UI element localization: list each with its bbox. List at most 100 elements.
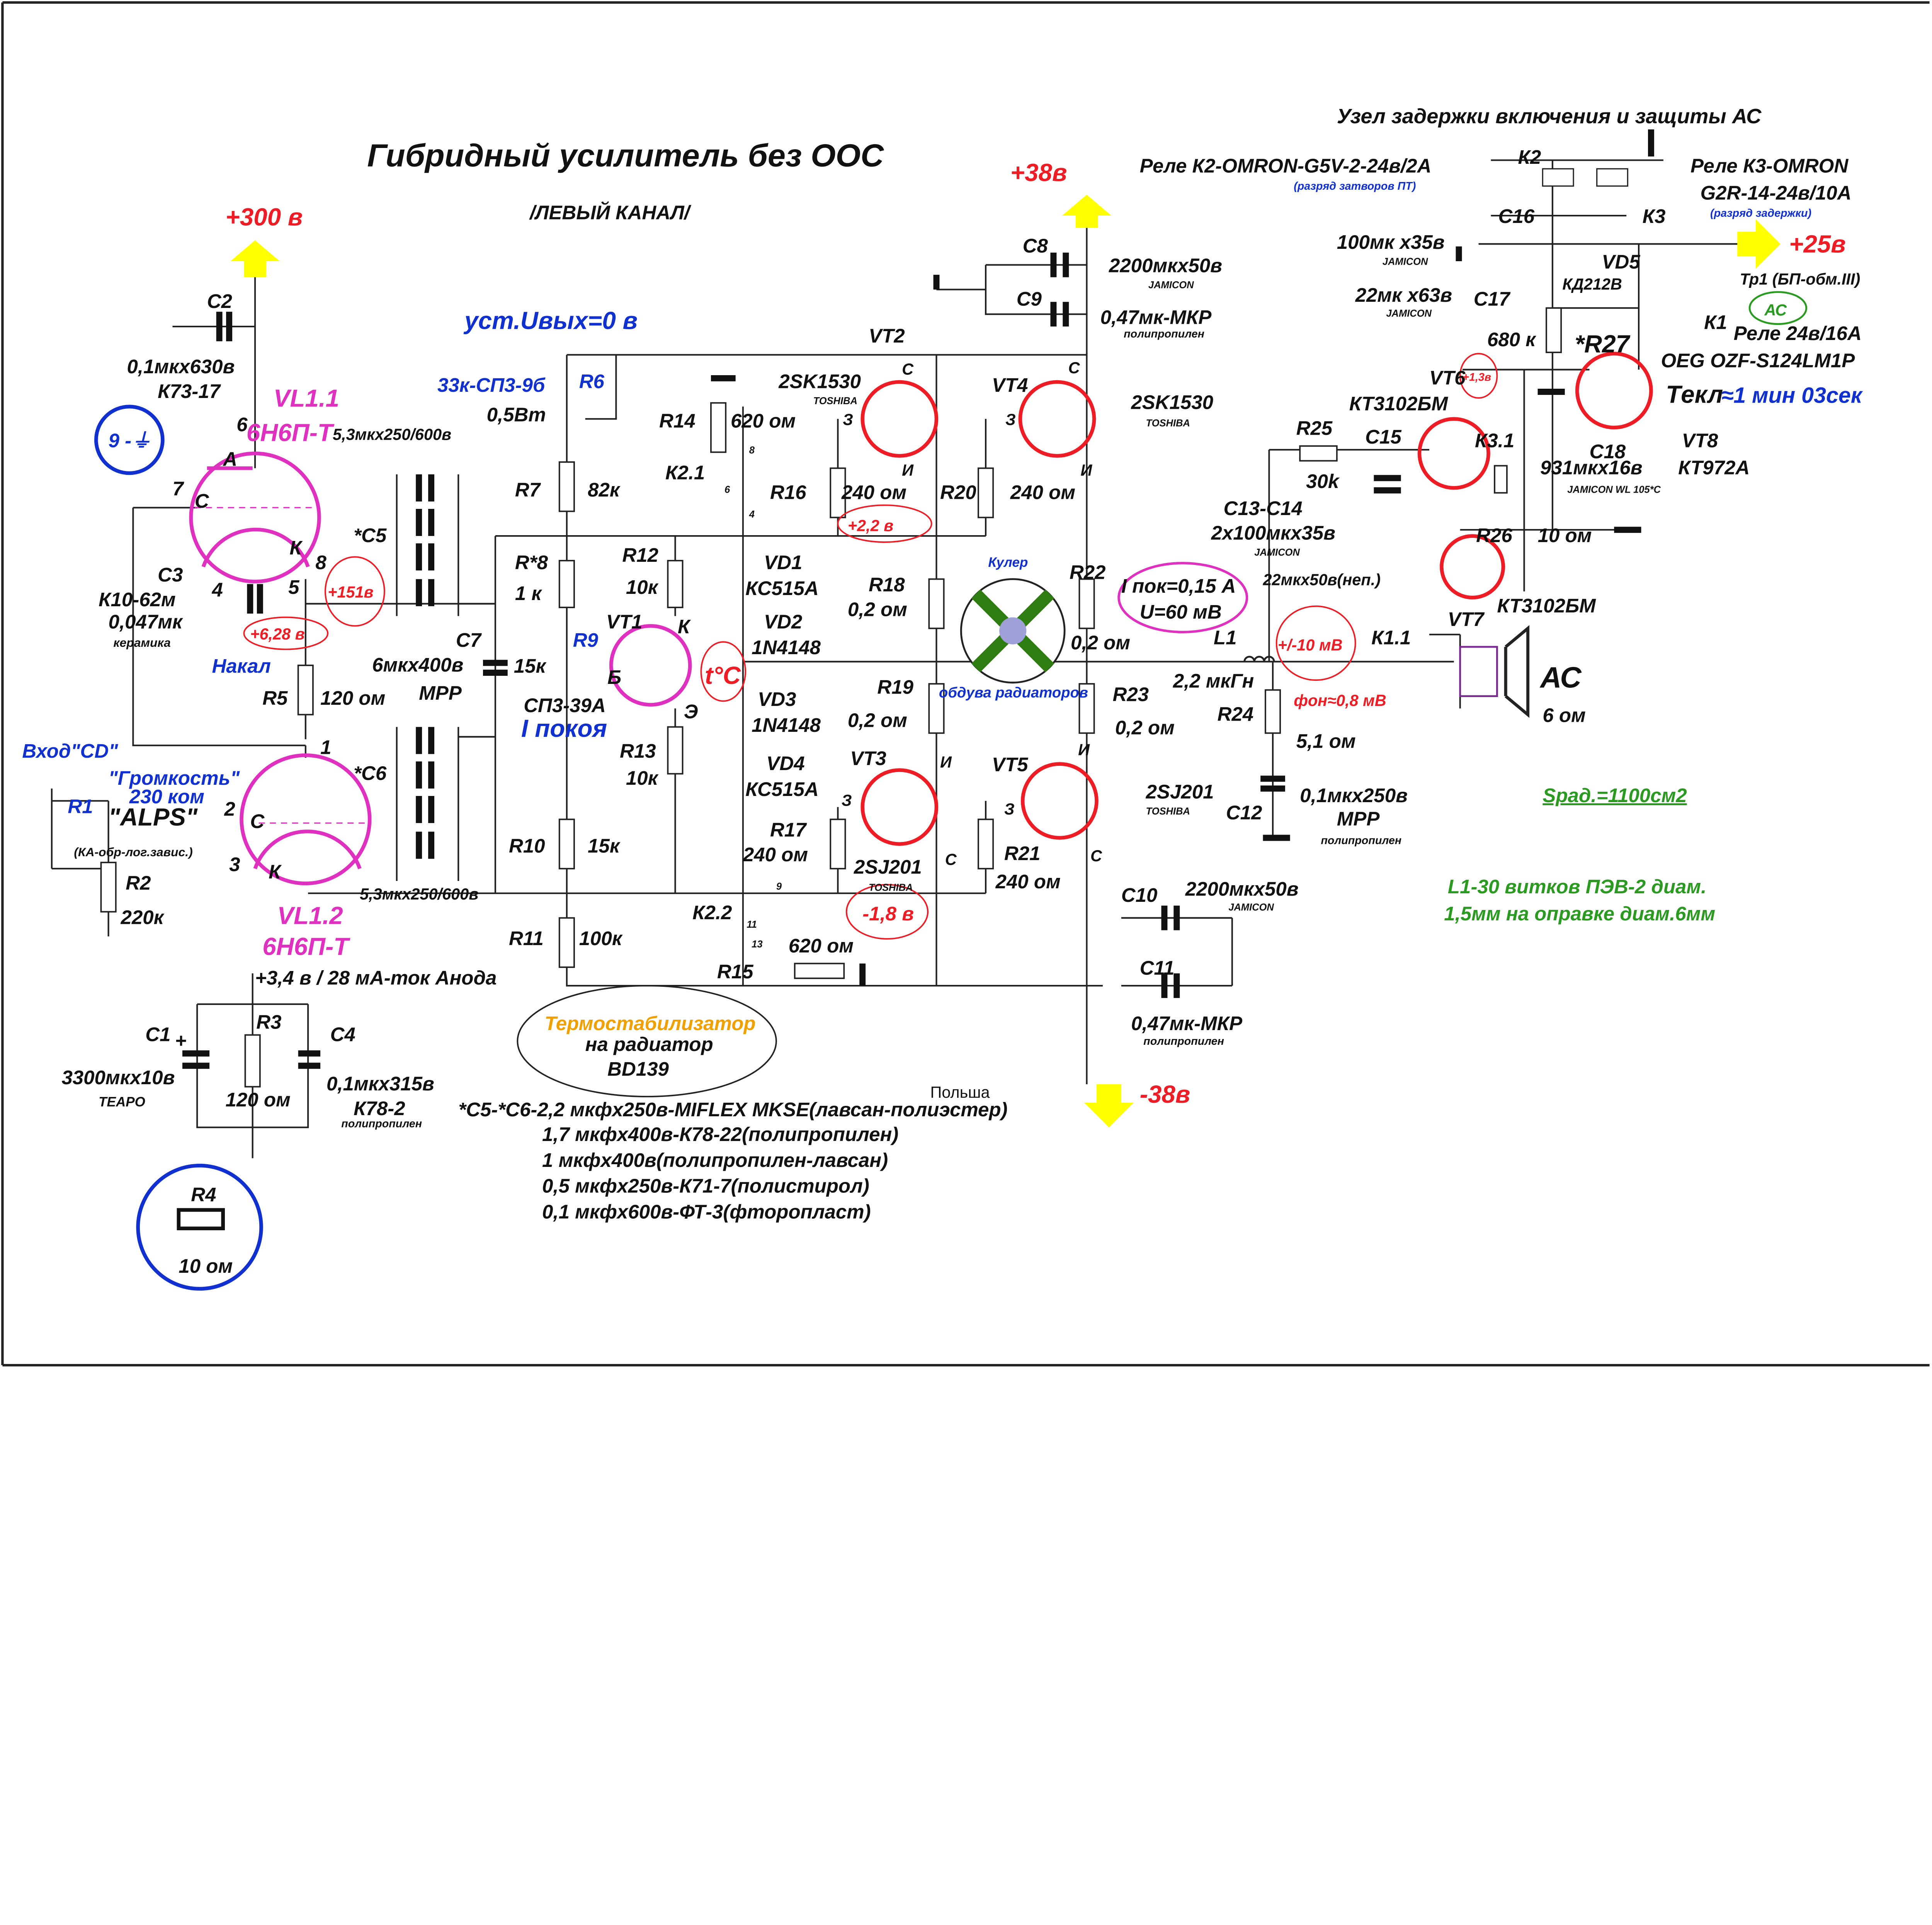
schematic-label: ≈1 мин 03сек bbox=[1721, 383, 1863, 408]
schematic-label: R20 bbox=[940, 481, 976, 503]
schematic-label: VT1 bbox=[606, 610, 643, 633]
schematic-label: С16 bbox=[1498, 205, 1535, 227]
schematic-label: 240 ом bbox=[1010, 481, 1075, 503]
tubes bbox=[189, 451, 372, 886]
annotation-shapes bbox=[94, 168, 1808, 1291]
fan bbox=[960, 578, 1066, 684]
schematic-label: VD2 bbox=[764, 610, 802, 633]
schematic-label: 0,47мк-МКР bbox=[1131, 1012, 1243, 1034]
schematic-label: С1 bbox=[145, 1024, 170, 1046]
schematic-label: 2SJ201 bbox=[1146, 781, 1214, 803]
schematic-label: 5,3мкх250/600в bbox=[333, 425, 451, 443]
schematic-label: 240 ом bbox=[743, 843, 808, 866]
schematic-label: TOSHIBA bbox=[869, 882, 913, 893]
schematic-label: (разряд затворов ПТ) bbox=[1294, 180, 1416, 192]
schematic-label: JAMICON bbox=[1254, 547, 1300, 558]
schematic-label: С bbox=[902, 360, 914, 378]
schematic-label: С bbox=[1068, 359, 1080, 377]
schematic-label: керамика bbox=[113, 636, 170, 650]
schematic-label: 1 bbox=[320, 736, 331, 758]
schematic-label: С bbox=[250, 810, 265, 832]
schematic-label: 10к bbox=[626, 576, 659, 598]
schematic-label: 11 bbox=[747, 919, 757, 930]
arrow-down-m38v bbox=[1084, 1084, 1134, 1127]
schematic-label: 22мкх50в(неп.) bbox=[1262, 571, 1380, 589]
inductor-l1 bbox=[1243, 656, 1275, 662]
schematic-label: К78-2 bbox=[354, 1097, 405, 1119]
schematic-label: 5,1 ом bbox=[1296, 730, 1356, 752]
schematic-label: Узел задержки включения и защиты АС bbox=[1337, 105, 1762, 128]
schematic-label: С12 bbox=[1226, 802, 1262, 824]
schematic-label: VT5 bbox=[992, 753, 1028, 775]
schematic-label: 10к bbox=[626, 767, 659, 789]
schematic-label: -1,8 в bbox=[862, 903, 914, 925]
schematic-label: уст.Uвых=0 в bbox=[463, 306, 638, 334]
schematic-label: Накал bbox=[212, 655, 270, 677]
schematic: Гибридный усилитель без ООС /ЛЕВЫЙ КАНАЛ… bbox=[1, 1, 1930, 1367]
schematic-label: R9 bbox=[573, 629, 599, 651]
schematic-label: 0,1мкх315в bbox=[327, 1073, 434, 1095]
schematic-label: 2SK1530 bbox=[778, 370, 861, 392]
schematic-label: К3 bbox=[1643, 205, 1666, 227]
schematic-label: Э bbox=[684, 701, 698, 723]
schematic-label: С10 bbox=[1121, 884, 1158, 906]
schematic-label: 680 к bbox=[1487, 328, 1536, 350]
schematic-label: СП3-39А bbox=[524, 694, 605, 716]
schematic-label: 220к bbox=[120, 906, 164, 928]
schematic-label: Тр1 (БП-обм.III) bbox=[1740, 270, 1861, 288]
schematic-label: 230 ком bbox=[129, 786, 204, 808]
schematic-label: 0,1мкх630в bbox=[127, 355, 235, 378]
schematic-label: t°C bbox=[705, 662, 741, 689]
schematic-label: VD4 bbox=[766, 752, 804, 774]
schematic-label: R22 bbox=[1070, 561, 1106, 583]
schematic-label: К bbox=[678, 616, 691, 638]
schematic-label: 3 bbox=[229, 853, 240, 875]
schematic-label: VD3 bbox=[758, 688, 796, 710]
schematic-label: 2200мкх50в bbox=[1109, 255, 1222, 277]
schematic-label: JAMICON bbox=[1383, 257, 1428, 267]
schematic-label: Термостабилизатор bbox=[544, 1012, 755, 1034]
schematic-label: МРР bbox=[1337, 808, 1380, 830]
schematic-label: R2 bbox=[126, 872, 151, 894]
schematic-label: полипропилен bbox=[1321, 834, 1401, 847]
schematic-label: К10-62м bbox=[99, 588, 176, 610]
schematic-label: 5 bbox=[288, 576, 299, 598]
schematic-label: на радиатор bbox=[585, 1033, 713, 1055]
schematic-label: 2SJ201 bbox=[854, 856, 922, 878]
schematic-label: C2 bbox=[207, 290, 232, 312]
schematic-label: 120 ом bbox=[226, 1089, 291, 1111]
schematic-label: К3.1 bbox=[1475, 430, 1514, 452]
schematic-label: 5,3мкх250/600в bbox=[360, 885, 478, 903]
schematic-label: С17 bbox=[1474, 288, 1511, 310]
schematic-label: 6мкх400в bbox=[372, 654, 463, 676]
schematic-label: 1N4148 bbox=[752, 636, 821, 658]
schematic-label: TOSHIBA bbox=[1146, 806, 1190, 817]
schematic-label: +3,4 в / 28 мА-ток Анода bbox=[255, 967, 497, 989]
schematic-label: 620 ом bbox=[731, 410, 796, 432]
schematic-label: С bbox=[1090, 847, 1102, 865]
schematic-label: Вход"CD" bbox=[22, 740, 118, 762]
schematic-label: VD1 bbox=[764, 551, 802, 573]
schematic-label: "ALPS" bbox=[109, 803, 198, 831]
schematic-label: 0,5 мкфх250в-К71-7(полистирол) bbox=[542, 1175, 869, 1197]
speaker bbox=[1459, 625, 1530, 718]
schematic-label: фон≈0,8 мВ bbox=[1294, 691, 1386, 709]
protection-labels: Узел задержки включения и защиты АС Реле… bbox=[1140, 105, 1863, 630]
schematic-label: 82к bbox=[588, 479, 621, 501]
schematic-label: (разряд задержки) bbox=[1710, 207, 1811, 219]
schematic-label: R26 bbox=[1476, 524, 1512, 546]
schematic-label: *R27 bbox=[1575, 330, 1630, 358]
schematic-label: VD5 bbox=[1602, 251, 1640, 273]
schematic-label: 0,2 ом bbox=[848, 598, 907, 620]
schematic-label: VT8 bbox=[1682, 430, 1718, 452]
schematic-label: R3 bbox=[256, 1011, 281, 1033]
schematic-label: +1,3в bbox=[1463, 371, 1491, 383]
schematic-label: 6 ом bbox=[1543, 704, 1585, 726]
schematic-label: обдува радиаторов bbox=[939, 684, 1088, 701]
schematic-label: 8 bbox=[749, 445, 755, 456]
schematic-label: R16 bbox=[770, 481, 806, 503]
schematic-label: 1 мкфх400в(полипропилен-лавсан) bbox=[542, 1149, 888, 1171]
schematic-label: К bbox=[269, 861, 282, 883]
schematic-label: R*8 bbox=[515, 551, 548, 573]
page-title: Гибридный усилитель без ООС bbox=[367, 137, 884, 173]
